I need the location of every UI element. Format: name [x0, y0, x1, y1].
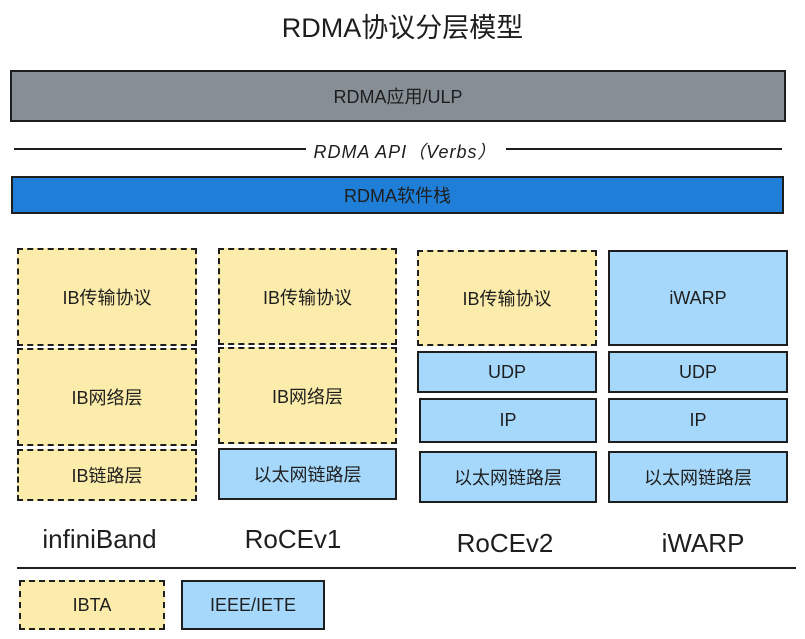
rdma-software-stack-label: RDMA软件栈 — [344, 186, 451, 206]
infiniband-column-label: infiniBand — [42, 524, 157, 554]
rocev2-udp-layer: UDP — [417, 351, 597, 393]
rocev1-network-label: IB网络层 — [271, 386, 343, 407]
infiniband-network-label: IB网络层 — [71, 388, 143, 408]
legend-ibta-label: IBTA — [72, 594, 112, 615]
rdma-api-label: RDMA API（Verbs） — [313, 142, 497, 162]
iwarp-link-label: 以太网链路层 — [644, 468, 752, 488]
iwarp-link-layer: 以太网链路层 — [608, 451, 788, 503]
rocev2-ip-layer: IP — [419, 398, 597, 443]
rocev2-column-label: RoCEv2 — [456, 528, 554, 558]
infiniband-network-layer: IB网络层 — [17, 348, 197, 446]
api-line-left — [14, 148, 306, 150]
rocev2-ip-label: IP — [499, 410, 517, 430]
rocev1-transport-label: IB传输协议 — [262, 287, 352, 308]
rdma-application-layer: RDMA应用/ULP — [10, 70, 786, 122]
rocev2-transport-layer: IB传输协议 — [417, 250, 597, 346]
legend-separator — [17, 567, 796, 569]
legend-ieee-label: IEEE/IETE — [209, 594, 297, 615]
iwarp-column-label: iWARP — [661, 528, 745, 558]
rocev2-transport-label: IB传输协议 — [462, 289, 552, 309]
iwarp-udp-label: UDP — [678, 361, 717, 382]
iwarp-udp-layer: UDP — [608, 351, 788, 393]
infiniband-transport-layer: IB传输协议 — [17, 248, 197, 346]
infiniband-link-label: IB链路层 — [71, 466, 143, 486]
rocev2-udp-label: UDP — [487, 361, 526, 382]
diagram-title: RDMA协议分层模型 — [281, 13, 524, 43]
infiniband-link-layer: IB链路层 — [17, 449, 197, 501]
rocev2-link-label: 以太网链路层 — [454, 468, 562, 488]
rdma-software-stack: RDMA软件栈 — [11, 176, 784, 214]
iwarp-transport-layer: iWARP — [608, 250, 788, 346]
legend-ieee: IEEE/IETE — [181, 580, 325, 630]
rocev1-link-label: 以太网链路层 — [253, 465, 362, 485]
iwarp-ip-layer: IP — [608, 398, 788, 443]
legend-ibta: IBTA — [19, 580, 165, 630]
rocev1-link-layer: 以太网链路层 — [218, 448, 397, 500]
rdma-application-layer-label: RDMA应用/ULP — [333, 87, 463, 107]
rocev2-link-layer: 以太网链路层 — [419, 451, 597, 503]
rocev1-network-layer: IB网络层 — [218, 347, 397, 444]
rocev1-transport-layer: IB传输协议 — [218, 248, 397, 345]
api-line-right — [506, 148, 782, 150]
iwarp-transport-label: iWARP — [669, 287, 727, 308]
iwarp-ip-label: IP — [689, 410, 707, 430]
infiniband-transport-label: IB传输协议 — [62, 288, 152, 308]
rocev1-column-label: RoCEv1 — [244, 524, 342, 554]
